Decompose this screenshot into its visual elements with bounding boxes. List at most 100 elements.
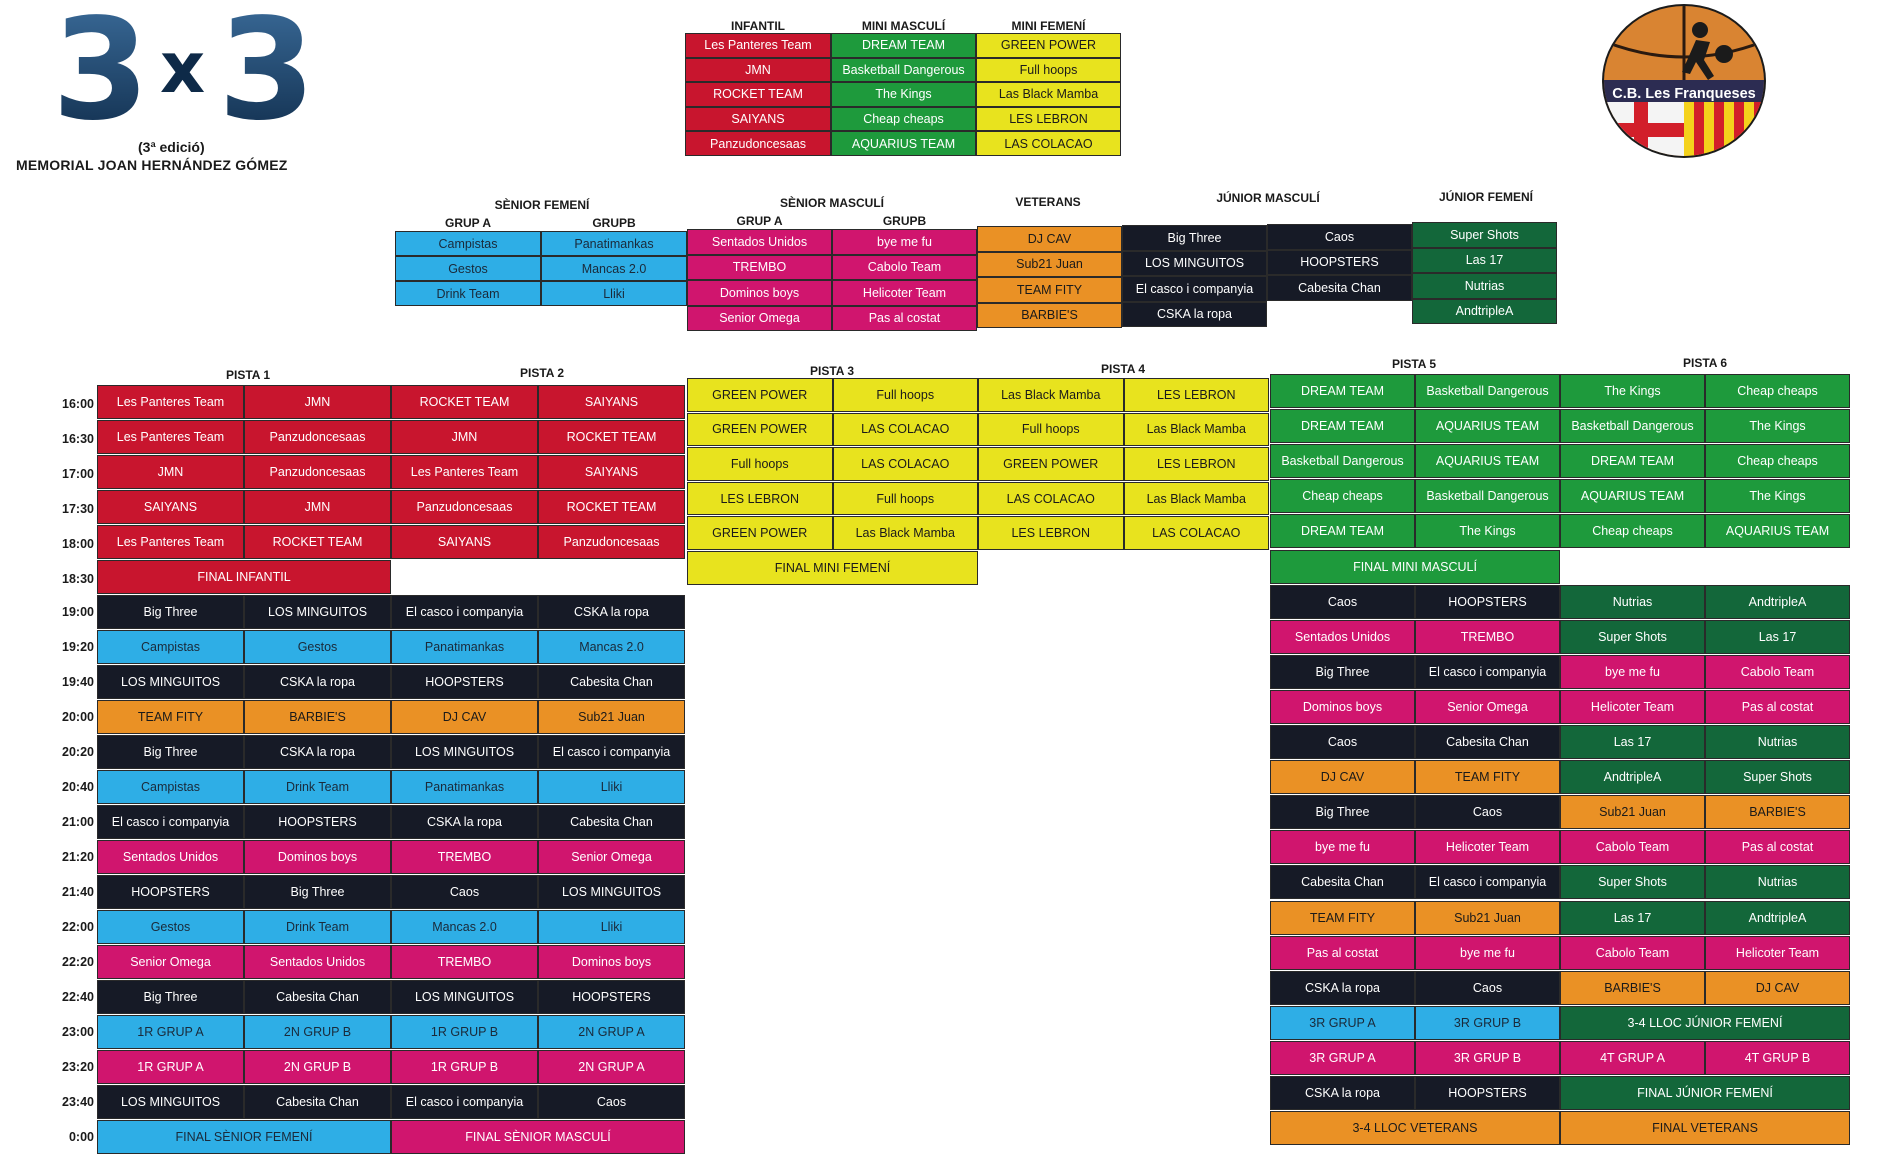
- match-cell-p12: Les Panteres Team: [97, 385, 244, 419]
- group-team-infantil: SAIYANS: [685, 106, 831, 132]
- match-cell-p12: TEAM FITY: [97, 700, 244, 734]
- match-cell-p12: CSKA la ropa: [391, 805, 538, 839]
- match-cell-p12: LOS MINGUITOS: [538, 875, 685, 909]
- group-team-mini-femeni: Full hoops: [976, 57, 1121, 83]
- match-cell-p56: 3R GRUP A: [1270, 1005, 1415, 1040]
- match-cell-p34: LES LEBRON: [687, 481, 833, 516]
- match-cell-p56: CSKA la ropa: [1270, 1076, 1415, 1111]
- match-cell-p56: bye me fu: [1415, 935, 1560, 970]
- match-cell-p56: bye me fu: [1560, 654, 1705, 689]
- match-cell-p56: The Kings: [1560, 374, 1705, 409]
- match-cell-p56: CSKA la ropa: [1270, 970, 1415, 1005]
- group-team-sf-b: Lliki: [541, 281, 687, 306]
- basketball-player-crest-icon: [1602, 4, 1766, 158]
- match-cell-p12: 2N GRUP B: [244, 1050, 391, 1084]
- match-cell-p34: GREEN POWER: [687, 378, 833, 412]
- group-team-mini-masculi: AQUARIUS TEAM: [831, 131, 976, 156]
- group-team-mini-masculi: Basketball Dangerous: [831, 57, 976, 83]
- match-cell-p12: Panatimankas: [391, 770, 538, 804]
- match-cell-p56: AndtripleA: [1705, 900, 1850, 935]
- group-team-mini-masculi: DREAM TEAM: [831, 33, 976, 58]
- match-cell-p12: LOS MINGUITOS: [244, 595, 391, 629]
- group-team-infantil: Panzudoncesaas: [685, 131, 831, 156]
- match-cell-p12: JMN: [244, 385, 391, 419]
- match-cell-p12: Senior Omega: [538, 840, 685, 874]
- header-sm-grup-a: GRUP A: [736, 214, 783, 228]
- match-cell-p56: Las 17: [1705, 619, 1850, 654]
- match-cell-p12: Caos: [391, 875, 538, 909]
- match-cell-p12: Panzudoncesaas: [538, 525, 685, 559]
- header-pista1: PISTA 1: [225, 368, 270, 382]
- match-cell-p56: Basketball Dangerous: [1270, 444, 1415, 479]
- memorial-title: MEMORIAL JOAN HERNÁNDEZ GÓMEZ: [16, 157, 288, 173]
- match-cell-p56: Big Three: [1270, 795, 1415, 830]
- group-team-sm-a: Senior Omega: [687, 305, 832, 331]
- match-cell-p12: Big Three: [97, 595, 244, 629]
- match-cell-p56: AndtripleA: [1705, 584, 1850, 619]
- group-team-mini-femeni: LAS COLACAO: [976, 131, 1121, 156]
- match-cell-p56: DREAM TEAM: [1560, 444, 1705, 479]
- match-cell-p12: Senior Omega: [97, 945, 244, 979]
- group-team-sm-a: Sentados Unidos: [687, 229, 832, 255]
- match-cell-p56: AndtripleA: [1560, 760, 1705, 795]
- group-team-junior-femeni: Nutrias: [1412, 273, 1557, 299]
- match-cell-p56: HOOPSTERS: [1415, 1076, 1560, 1111]
- group-team-sm-a: TREMBO: [687, 254, 832, 280]
- group-team-jm-a: El casco i companyia: [1122, 276, 1267, 302]
- match-cell-p12: El casco i companyia: [97, 805, 244, 839]
- match-cell-p12: Les Panteres Team: [391, 455, 538, 489]
- match-cell-p56: El casco i companyia: [1415, 654, 1560, 689]
- group-team-veterans: Sub21 Juan: [977, 251, 1122, 277]
- match-cell-p56: The Kings: [1415, 514, 1560, 549]
- match-cell-p12: JMN: [244, 490, 391, 524]
- time-label: 0:00: [68, 1130, 94, 1144]
- club-name: C.B. Les Franqueses: [1612, 86, 1756, 102]
- time-label: 23:20: [62, 1060, 94, 1074]
- match-cell-p56: Basketball Dangerous: [1560, 409, 1705, 444]
- time-label: 21:20: [62, 850, 94, 864]
- group-team-mini-masculi: The Kings: [831, 82, 976, 107]
- match-cell-p56: Cabolo Team: [1560, 830, 1705, 865]
- header-pista6: PISTA 6: [1682, 356, 1727, 370]
- match-cell-p56: Nutrias: [1560, 584, 1705, 619]
- svg-text:3: 3: [218, 0, 315, 152]
- match-cell-p34: LES LEBRON: [978, 516, 1124, 550]
- match-cell-p56: Nutrias: [1705, 865, 1850, 900]
- match-cell-p34: LAS COLACAO: [832, 412, 978, 447]
- header-senior-masculi: SÈNIOR MASCULÍ: [779, 196, 884, 210]
- match-cell-p12: Caos: [538, 1085, 685, 1119]
- match-cell-p12: ROCKET TEAM: [244, 525, 391, 559]
- time-label: 20:40: [62, 780, 94, 794]
- match-cell-p56: Cabolo Team: [1705, 654, 1850, 689]
- match-cell-p12: 2N GRUP A: [538, 1050, 685, 1084]
- match-cell-p56: Super Shots: [1705, 760, 1850, 795]
- group-team-veterans: BARBIE'S: [977, 302, 1122, 328]
- match-cell-p12: SAIYANS: [391, 525, 538, 559]
- match-cell-p56: The Kings: [1705, 479, 1850, 514]
- group-team-sm-b: Pas al costat: [832, 305, 977, 331]
- header-veterans: VETERANS: [1015, 195, 1081, 209]
- group-team-junior-femeni: AndtripleA: [1412, 298, 1557, 324]
- group-team-mini-masculi: Cheap cheaps: [831, 106, 976, 132]
- match-cell-p12: Lliki: [538, 910, 685, 944]
- match-cell-p12: ROCKET TEAM: [391, 385, 538, 419]
- match-cell-p34: GREEN POWER: [978, 447, 1124, 481]
- match-cell-p12: Big Three: [244, 875, 391, 909]
- header-sf-grup-a: GRUP A: [444, 216, 491, 230]
- match-cell-p12: LOS MINGUITOS: [97, 665, 244, 699]
- match-cell-p12: Lliki: [538, 770, 685, 804]
- match-cell-p12: ROCKET TEAM: [538, 490, 685, 524]
- match-cell-p12: HOOPSTERS: [244, 805, 391, 839]
- match-cell-p56: 3-4 LLOC VETERANS: [1270, 1111, 1560, 1146]
- match-cell-p12: El casco i companyia: [391, 595, 538, 629]
- match-cell-p34: Las Black Mamba: [1123, 481, 1269, 516]
- time-label: 21:00: [62, 815, 94, 829]
- match-cell-p56: DREAM TEAM: [1270, 409, 1415, 444]
- group-team-jm-b: Cabesita Chan: [1267, 275, 1412, 301]
- match-cell-p12: FINAL SÈNIOR FEMENÍ: [97, 1120, 391, 1154]
- group-team-sf-a: Drink Team: [395, 281, 541, 306]
- match-cell-p12: Sentados Unidos: [244, 945, 391, 979]
- match-cell-p12: CSKA la ropa: [244, 735, 391, 769]
- match-cell-p56: Dominos boys: [1270, 689, 1415, 724]
